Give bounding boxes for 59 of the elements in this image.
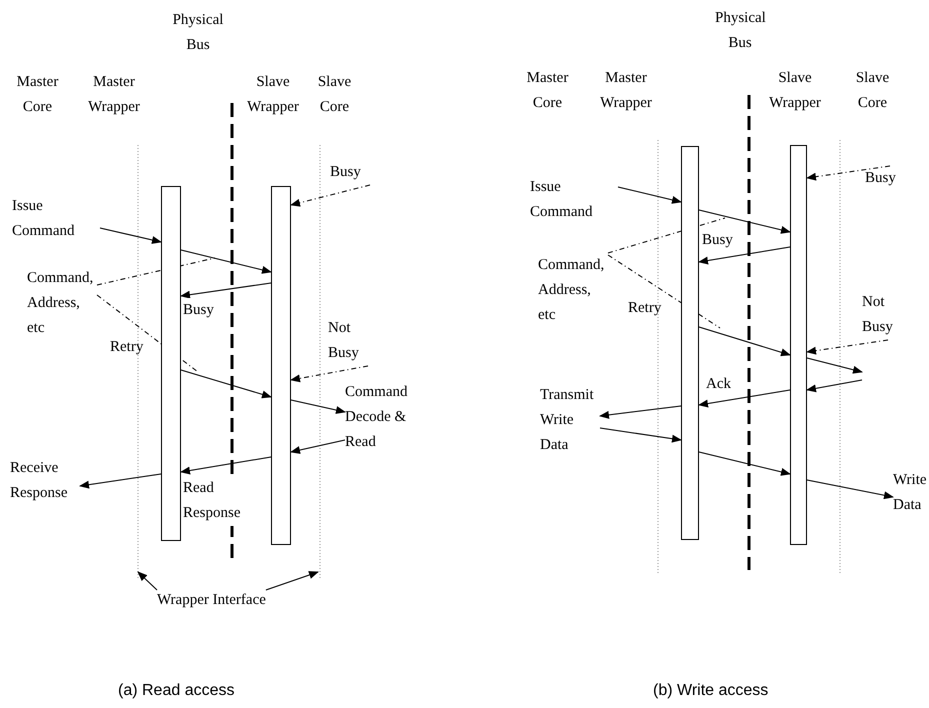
arrow xyxy=(180,250,272,274)
arrow xyxy=(806,358,863,374)
lifeline-bar xyxy=(161,186,181,541)
signal-text: Write Data xyxy=(893,468,927,518)
arrow xyxy=(100,228,162,244)
arrow xyxy=(600,428,682,443)
arrow xyxy=(806,340,888,355)
column-heading: Master Wrapper xyxy=(87,73,141,117)
leader-line xyxy=(96,258,216,286)
lifeline-bar xyxy=(271,186,291,545)
lifeline-bar xyxy=(790,145,807,545)
arrow xyxy=(79,474,162,489)
arrow xyxy=(290,366,368,382)
arrow xyxy=(698,452,791,476)
arrow xyxy=(180,456,272,474)
arrow xyxy=(618,186,682,204)
step-label: Retry xyxy=(628,299,662,318)
column-heading: Physical Bus xyxy=(172,11,224,55)
column-heading: Physical Bus xyxy=(715,9,765,53)
arrow xyxy=(180,370,272,398)
leader-line xyxy=(608,254,720,328)
arrow xyxy=(599,406,682,419)
signal-text: Command, Address, etc xyxy=(538,253,608,328)
arrow xyxy=(290,440,346,454)
arrow xyxy=(180,282,272,299)
arrow xyxy=(698,390,790,408)
arrow xyxy=(806,380,862,392)
arrow xyxy=(698,210,791,234)
signal-text: Not Busy xyxy=(328,316,368,366)
lifeline-bar xyxy=(681,146,699,540)
arrow xyxy=(265,571,319,590)
column-heading: Slave Core xyxy=(316,73,352,117)
column-heading: Master Wrapper xyxy=(599,69,653,113)
signal-text: Command Decode & Read xyxy=(345,380,415,455)
signal-text: Receive Response xyxy=(10,456,80,506)
column-heading: Slave Core xyxy=(854,69,890,113)
arrow xyxy=(137,571,158,590)
leader-line xyxy=(608,218,726,254)
signal-text: Not Busy xyxy=(862,290,902,340)
arrow xyxy=(290,400,346,414)
column-heading: Slave Wrapper xyxy=(768,69,822,113)
arrow xyxy=(806,166,890,181)
signal-text: Command, Address, etc xyxy=(27,266,97,341)
arrow xyxy=(290,184,370,207)
column-heading: Slave Wrapper xyxy=(246,73,300,117)
signal-text: Busy xyxy=(330,160,370,185)
step-label: Retry xyxy=(110,338,144,357)
arrow xyxy=(698,246,790,264)
arrow xyxy=(806,480,894,500)
signal-text: Wrapper Interface xyxy=(157,588,266,613)
column-heading: Master Core xyxy=(526,69,570,113)
caption: (b) Write access xyxy=(653,681,768,701)
signal-text: Issue Command xyxy=(12,194,100,244)
signal-text: Issue Command xyxy=(530,175,618,225)
signal-text: Busy xyxy=(865,166,905,191)
signal-text: Transmit Write Data xyxy=(540,383,600,458)
caption: (a) Read access xyxy=(118,681,234,701)
arrow xyxy=(698,326,791,356)
column-heading: Master Core xyxy=(16,73,60,117)
